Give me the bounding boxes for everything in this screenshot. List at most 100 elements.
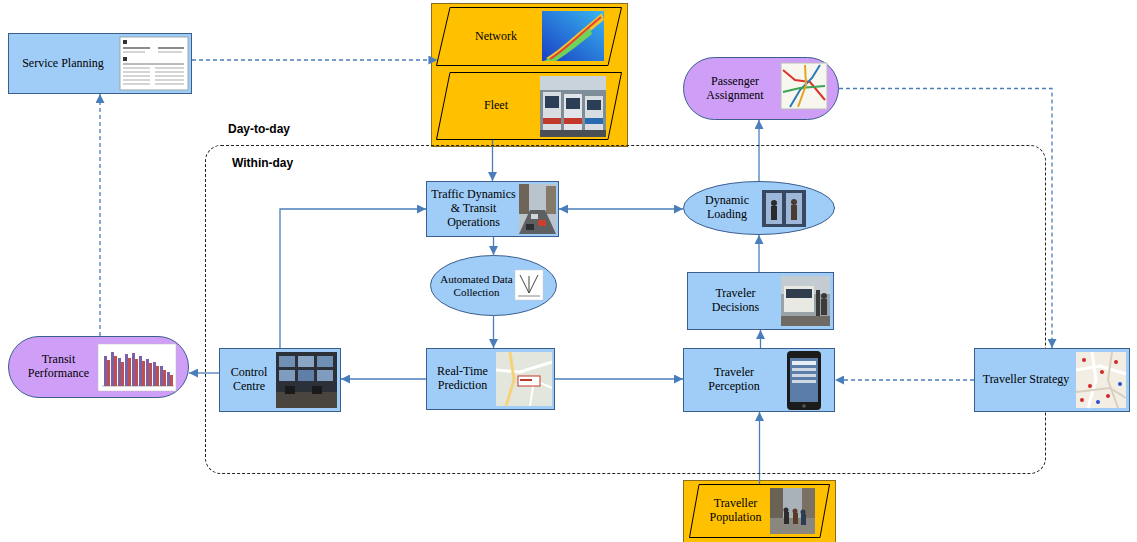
timetable-thumbnail: [155, 84, 184, 85]
bus-fleet-photo: [564, 94, 582, 130]
performance-bar-chart: [114, 356, 117, 386]
bus-fleet-photo: [543, 92, 561, 130]
timetable-thumbnail: [123, 68, 150, 69]
street-traffic-photo: [538, 220, 546, 226]
street-crowd-photo: [784, 512, 789, 524]
node-label: Transit Performance: [23, 353, 94, 381]
performance-bar-chart: [121, 362, 124, 386]
smartphone-photo: [792, 368, 816, 371]
data-collection-sketch: [520, 275, 529, 293]
bus-fleet-photo: [540, 130, 606, 137]
city-map-thumbnail: [1114, 360, 1118, 364]
output-terminal: Passenger Assignment: [683, 57, 839, 120]
street-crowd-photo: [770, 488, 815, 534]
bus-stop-photo: [784, 286, 814, 312]
street-traffic-photo: [519, 184, 556, 234]
process-box: Traveler Perception: [683, 348, 835, 412]
street-crowd-photo: [770, 488, 815, 534]
smartphone-photo: [787, 351, 821, 410]
control-room-photo: [279, 356, 295, 367]
within-day-region: Within-dayTraffic Dynamics & Transit Ope…: [205, 145, 1046, 474]
timetable-thumbnail: [123, 40, 127, 44]
parallelogram-outline: [437, 8, 622, 66]
connector-arrow: [493, 237, 494, 255]
node-label: Real-Time Prediction: [433, 365, 492, 393]
street-crowd-photo: [784, 508, 789, 513]
smartphone-photo: [792, 380, 816, 383]
control-room-photo: [317, 370, 333, 381]
process-box: Traffic Dynamics & Transit Operations: [426, 181, 559, 237]
connector-arrow: [839, 89, 1052, 349]
bus-stop-photo: [816, 290, 820, 320]
prediction-map-screenshot: [530, 380, 552, 406]
network-heatmap: [546, 13, 604, 61]
bus-fleet-photo: [585, 118, 603, 124]
street-traffic-photo: [531, 214, 538, 219]
city-map-thumbnail: [1076, 352, 1126, 408]
section-label: Day-to-day: [228, 122, 290, 136]
timetable-thumbnail: [155, 80, 184, 81]
network-heatmap: [550, 17, 601, 59]
street-crowd-photo: [801, 514, 806, 525]
smartphone-photo: [792, 374, 816, 377]
prediction-map-screenshot: [518, 376, 540, 386]
data-collection-sketch: [518, 296, 540, 297]
connector-arrow: [341, 378, 426, 379]
node-label: Traveler Perception: [690, 366, 778, 394]
data-collection-sketch: [529, 276, 530, 293]
node-label: Fleet: [484, 99, 508, 113]
timetable-thumbnail: [155, 72, 184, 73]
timetable-thumbnail: [158, 47, 184, 49]
node-label: Control Centre: [226, 366, 272, 394]
connector-arrow: [189, 372, 219, 373]
bus-fleet-photo: [540, 76, 606, 137]
connector-arrow: [493, 316, 494, 348]
city-map-thumbnail: [1118, 382, 1122, 386]
bus-stop-photo: [786, 289, 812, 298]
ellipse-outline: [683, 181, 835, 235]
node-label: Traveller Population: [703, 497, 768, 525]
process-box: Service Planning: [8, 33, 192, 94]
train-doors-photo: [771, 206, 777, 220]
bus-fleet-photo: [585, 96, 603, 130]
street-traffic-photo: [519, 184, 529, 214]
city-map-thumbnail: [1088, 352, 1096, 408]
data-collection-sketch: [529, 275, 538, 293]
timetable-thumbnail: [123, 72, 150, 73]
control-room-photo: [298, 370, 314, 381]
node-label: Service Planning: [22, 57, 104, 71]
transit-map-thumbnail: [783, 70, 825, 100]
bus-fleet-photo: [540, 76, 606, 137]
connector-arrow: [99, 94, 100, 336]
city-map-thumbnail: [1106, 394, 1110, 398]
prediction-map-screenshot: [520, 379, 532, 381]
street-crowd-photo: [793, 513, 798, 524]
bus-fleet-photo: [566, 98, 580, 109]
transit-map-thumbnail: [781, 63, 827, 109]
network-heatmap: [544, 28, 592, 61]
performance-bar-chart: [132, 353, 135, 386]
node-label: Passenger Assignment: [694, 75, 776, 103]
control-room-photo: [317, 356, 333, 367]
bus-stop-photo: [781, 276, 830, 326]
connector-arrow: [555, 378, 683, 379]
input-parallelogram: Fleet: [436, 72, 622, 140]
node-label: Traveler Decisions: [694, 287, 777, 315]
street-crowd-photo: [793, 509, 798, 514]
node-label: Network: [475, 30, 517, 44]
performance-bar-chart: [98, 344, 176, 391]
performance-bar-chart: [149, 363, 152, 386]
smartphone-photo: [792, 361, 816, 365]
street-crowd-photo: [770, 488, 783, 518]
control-room-photo: [312, 386, 322, 394]
transit-map-thumbnail: [783, 86, 825, 92]
train-doors-photo: [791, 199, 797, 205]
timetable-thumbnail: [123, 47, 150, 49]
city-map-thumbnail: [1100, 370, 1104, 374]
node-label: Traffic Dynamics & Transit Operations: [431, 188, 516, 229]
connector-arrow: [280, 209, 426, 348]
connector-arrow: [492, 140, 493, 181]
timetable-thumbnail: [123, 84, 150, 85]
section-label-box: Day-to-day: [228, 119, 290, 137]
